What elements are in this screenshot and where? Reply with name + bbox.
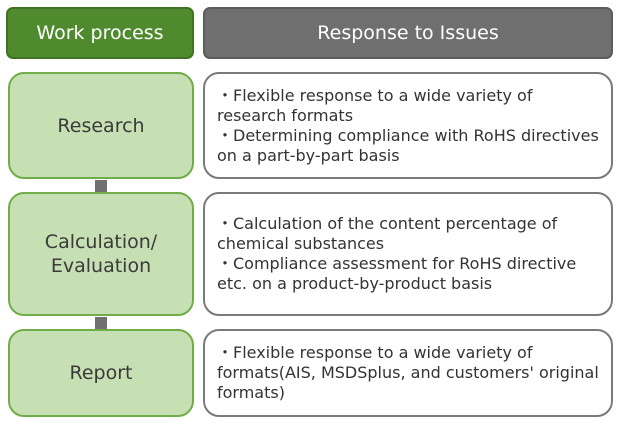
response-box-research: ・Flexible response to a wide variety of … [203,72,613,179]
response-item: ・Flexible response to a wide variety of … [217,85,533,125]
response-item: ・Flexible response to a wide variety of … [217,343,599,402]
response-item: ・Compliance assessment for RoHS directiv… [217,254,577,293]
response-item: ・Calculation of the content percentage o… [217,214,558,253]
step-research: Research [8,72,194,179]
step-calculation-evaluation: Calculation/ Evaluation [8,192,194,316]
response-to-issues-header: Response to Issues [203,7,613,59]
response-item: ・Determining compliance with RoHS direct… [217,125,599,165]
step-label: Research [57,114,145,137]
step-label: Calculation/ Evaluation [44,231,158,277]
step-report: Report [8,329,194,417]
step-label: Report [69,362,133,384]
response-box-report: ・Flexible response to a wide variety of … [203,329,613,417]
work-process-header: Work process [6,7,194,59]
response-box-calculation-evaluation: ・Calculation of the content percentage o… [203,192,613,316]
